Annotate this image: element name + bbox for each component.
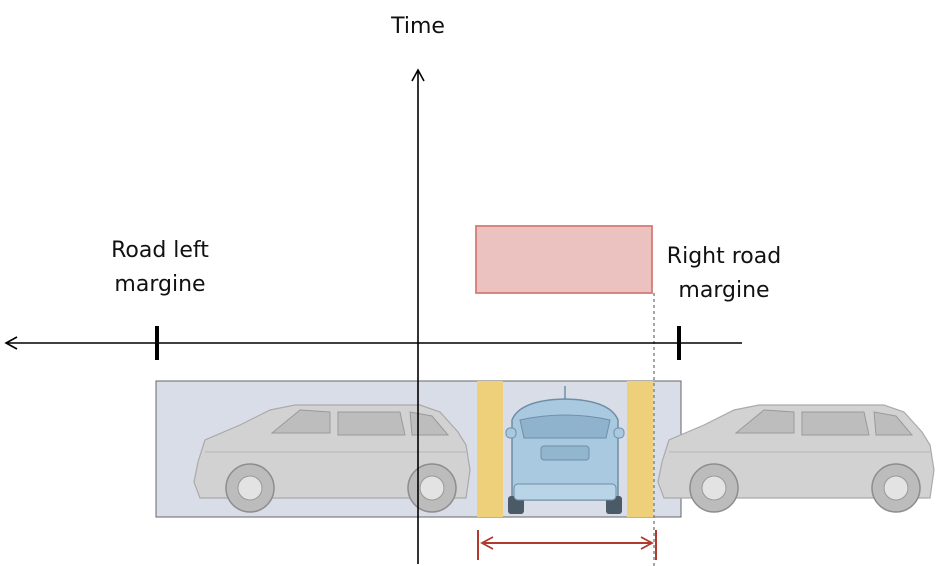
- occupancy-rectangle: [475, 225, 653, 294]
- right-margin-label-line1: Right road: [666, 244, 782, 269]
- right-margin-label-line2: margine: [678, 278, 770, 303]
- car-rear-view: [505, 386, 625, 514]
- left-margin-label-line1: Road left: [111, 238, 209, 263]
- right-margin-label: Right road margine: [654, 240, 794, 308]
- car-side-view-left: [193, 404, 471, 513]
- left-margin-label: Road left margine: [90, 234, 230, 302]
- time-axis-label: Time: [391, 14, 445, 39]
- left-margin-label-line2: margine: [114, 272, 206, 297]
- lane-edge-right: [627, 381, 653, 517]
- lane-edge-left: [477, 381, 503, 517]
- car-side-view-right: [657, 404, 935, 513]
